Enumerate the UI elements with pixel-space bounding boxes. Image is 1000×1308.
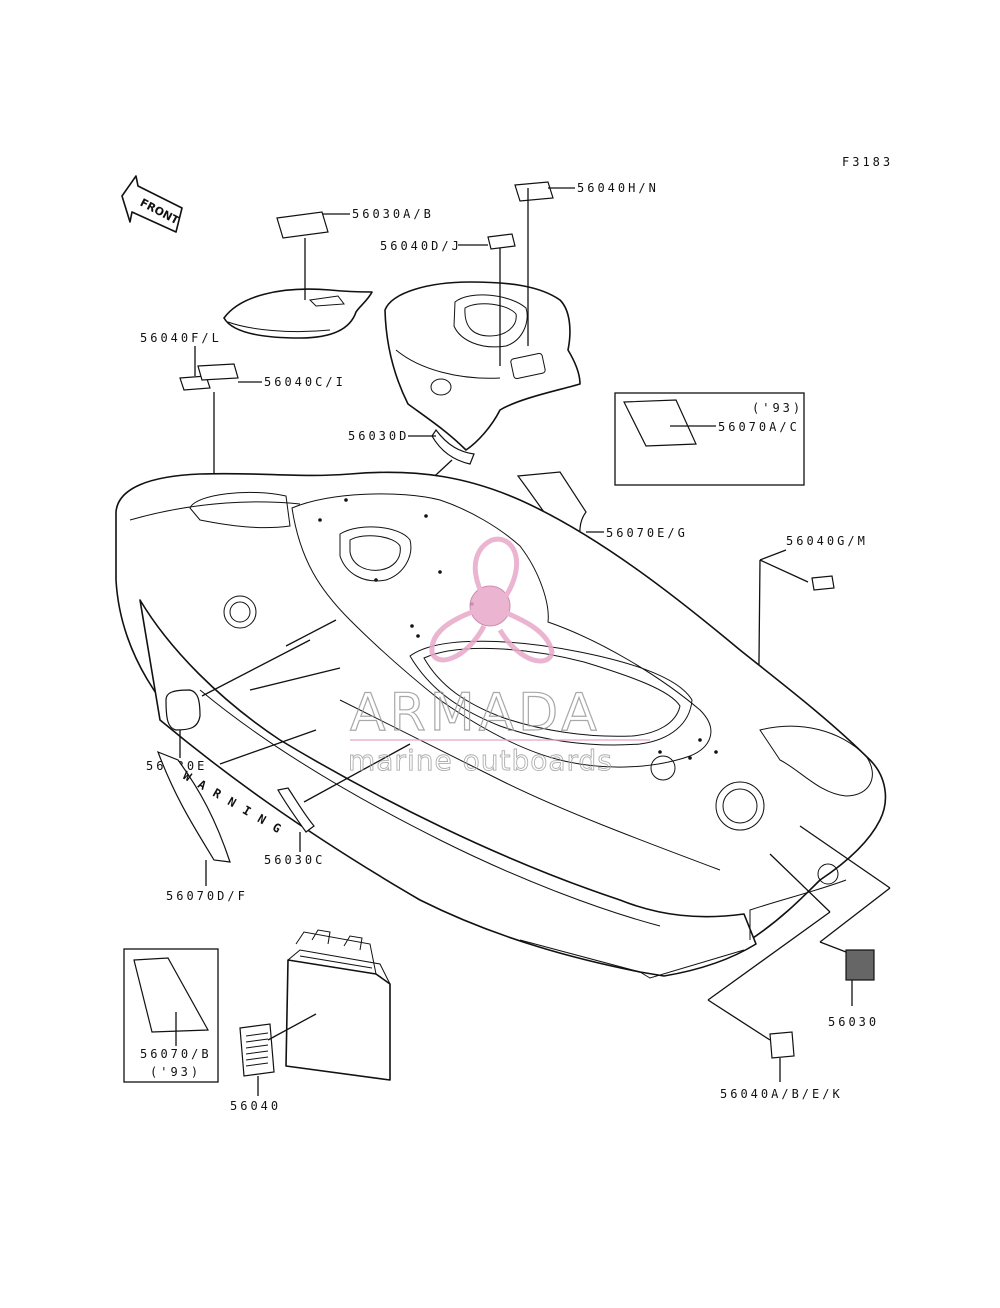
callout-56040: 56040 xyxy=(230,1099,281,1113)
callout-56030d: 56030D xyxy=(348,429,409,443)
armada-watermark: ARMADA marine outboards xyxy=(348,536,650,777)
inset-year-top: ('93) xyxy=(752,401,803,415)
decal-56030e xyxy=(165,689,201,731)
decal-56030c xyxy=(277,787,315,833)
decal-56040gm xyxy=(811,575,835,591)
callout-56040abek: 56040A/B/E/K xyxy=(720,1087,843,1101)
inset-year-bottom: ('93) xyxy=(150,1065,201,1079)
watermark-brand: ARMADA xyxy=(350,683,601,743)
decal-56030 xyxy=(845,949,875,981)
callout-56070eg: 56070E/G xyxy=(606,526,688,540)
inset-box-93-top xyxy=(614,392,805,486)
propeller-logo-icon xyxy=(429,536,555,664)
decal-56070b xyxy=(133,957,210,1033)
figure-code: F3183 xyxy=(842,155,893,169)
decal-56040-battery xyxy=(239,1023,275,1077)
callout-56040fl: 56040F/L xyxy=(140,331,222,345)
decal-56040dj xyxy=(487,233,516,250)
decal-56030d xyxy=(431,428,475,465)
watermark-tagline: marine outboards xyxy=(348,744,613,777)
hood-part xyxy=(384,181,581,451)
decal-56040ci xyxy=(197,363,239,381)
callout-56040gm: 56040G/M xyxy=(786,534,868,548)
callout-56030c: 56030C xyxy=(264,853,325,867)
callout-56040ci: 56040C/I xyxy=(264,375,346,389)
callout-56070ac: 56070A/C xyxy=(718,420,800,434)
inset-box-93-bottom xyxy=(123,948,219,1083)
decal-56070ac xyxy=(623,399,697,447)
front-arrow-icon: FRONT xyxy=(121,175,183,233)
callout-56070df: 56070D/F xyxy=(166,889,248,903)
decal-56040hn xyxy=(514,181,554,202)
seat-cover-part xyxy=(223,211,373,339)
hull-body xyxy=(115,471,887,979)
decal-56040abek xyxy=(769,1031,795,1059)
callout-56040dj: 56040D/J xyxy=(380,239,462,253)
callout-56040hn: 56040H/N xyxy=(577,181,659,195)
decal-56030ab xyxy=(276,211,329,239)
callout-56030: 56030 xyxy=(828,1015,879,1029)
decal-56070df xyxy=(156,750,231,863)
callout-56070b: 56070/B xyxy=(140,1047,212,1061)
callout-56030ab: 56030A/B xyxy=(352,207,434,221)
battery-label-lines xyxy=(245,1032,269,1067)
battery-part xyxy=(285,929,391,1081)
hull-rivets xyxy=(318,498,718,760)
